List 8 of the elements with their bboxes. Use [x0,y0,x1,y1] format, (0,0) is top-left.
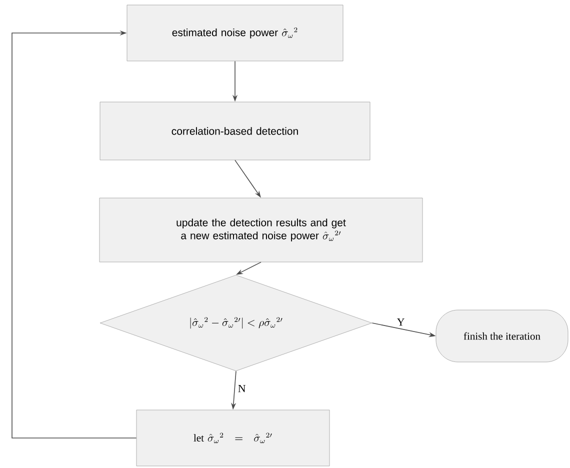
terminal-box: finish the iteration [436,310,568,362]
edge-label: N [238,384,246,392]
process-box: estimated noise power $\hat{\sigma}_{\omega}{}^{2}$ [126,4,344,62]
process-box: let $\hat{\sigma}_{\omega}{}^{2}=\hat{\sigma}_{\omega}{}^{2\prime}$ [136,410,330,466]
process-box: correlation-based detection [100,102,370,160]
arrow [12,30,137,438]
edge-label: Y [396,318,404,326]
process-box: update the detection results and get a new estimated noise power $\hat{\sigma}_{\omega}{}^{2\prime}$ [99,198,423,262]
